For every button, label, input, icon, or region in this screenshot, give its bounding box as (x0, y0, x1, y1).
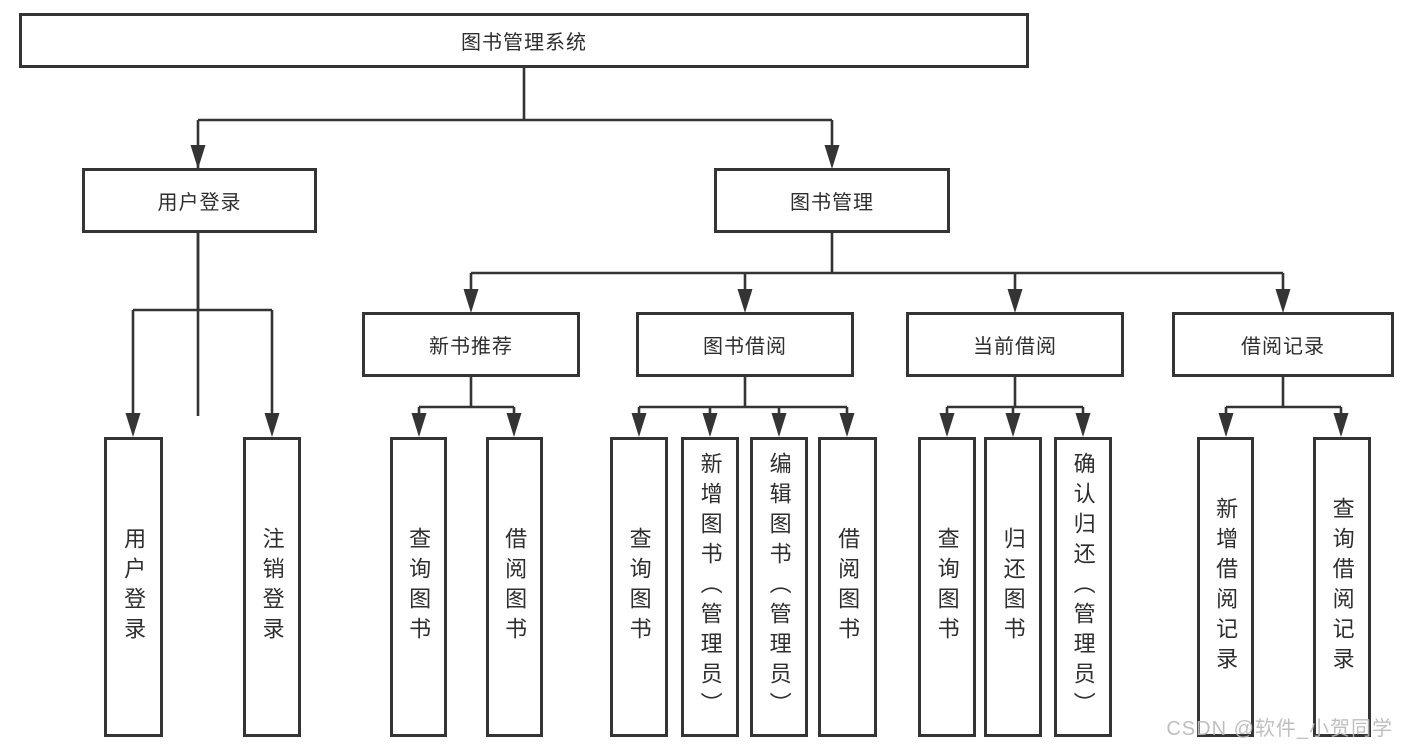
node-root-system-label: 图书管理系统 (461, 32, 587, 54)
leaf-logout: 注销登录 (243, 437, 301, 737)
node-user-login: 用户登录 (82, 168, 317, 233)
leaf-query-books-current: 查询图书 (918, 437, 976, 737)
leaf-add-books-admin: 新增图书（管理员） (681, 437, 739, 737)
leaf-add-borrow-record-label: 新增借阅记录 (1213, 497, 1239, 677)
node-user-login-label: 用户登录 (157, 192, 242, 214)
leaf-add-books-admin-label: 新增图书（管理员） (697, 452, 723, 722)
leaf-query-books-recommend-label: 查询图书 (406, 527, 432, 647)
leaf-query-books-borrow-label: 查询图书 (626, 527, 652, 647)
node-root-system: 图书管理系统 (19, 13, 1029, 68)
leaf-confirm-return-admin-label: 确认归还（管理员） (1070, 452, 1096, 722)
leaf-edit-books-admin-label: 编辑图书（管理员） (766, 452, 792, 722)
node-book-management-label: 图书管理 (790, 192, 874, 214)
arrowheads (125, 145, 1349, 437)
connector-book-management-to-level3 (469, 233, 1285, 294)
node-borrow-records-label: 借阅记录 (1241, 336, 1325, 358)
leaf-logout-label: 注销登录 (259, 527, 285, 647)
node-book-management: 图书管理 (714, 168, 950, 233)
leaf-return-books: 归还图书 (984, 437, 1042, 737)
connector-root-to-level2 (196, 68, 834, 416)
connector-book-borrow-to-leaves (637, 377, 849, 418)
leaf-edit-books-admin: 编辑图书（管理员） (750, 437, 808, 737)
leaf-user-login-label: 用户登录 (121, 527, 147, 647)
leaf-return-books-label: 归还图书 (1000, 527, 1026, 647)
connector-user-login-to-leaves (131, 233, 274, 416)
node-new-book-recommend-label: 新书推荐 (429, 336, 513, 358)
leaf-user-login: 用户登录 (104, 437, 163, 737)
leaf-confirm-return-admin: 确认归还（管理员） (1054, 437, 1112, 737)
connector-current-borrow-to-leaves (945, 377, 1085, 418)
leaf-borrow-books-recommend: 借阅图书 (486, 437, 543, 737)
node-book-borrow: 图书借阅 (636, 312, 854, 377)
node-book-borrow-label: 图书借阅 (703, 336, 787, 358)
leaf-query-borrow-record-label: 查询借阅记录 (1329, 497, 1355, 677)
connector-new-book-to-leaves (417, 377, 516, 418)
leaf-query-books-current-label: 查询图书 (934, 527, 960, 647)
leaf-query-books-recommend: 查询图书 (390, 437, 447, 737)
leaf-borrow-books: 借阅图书 (818, 437, 877, 737)
node-current-borrow-label: 当前借阅 (973, 336, 1057, 358)
leaf-borrow-books-label: 借阅图书 (835, 527, 861, 647)
leaf-query-borrow-record: 查询借阅记录 (1313, 437, 1371, 737)
watermark-text: CSDN @软件_小贺同学 (1166, 718, 1393, 740)
node-current-borrow: 当前借阅 (906, 312, 1124, 377)
leaf-borrow-books-recommend-label: 借阅图书 (502, 527, 528, 647)
node-borrow-records: 借阅记录 (1172, 312, 1394, 377)
leaf-add-borrow-record: 新增借阅记录 (1197, 437, 1254, 737)
node-new-book-recommend: 新书推荐 (362, 312, 580, 377)
leaf-query-books-borrow: 查询图书 (610, 437, 668, 737)
connector-borrow-records-to-leaves (1224, 377, 1343, 418)
